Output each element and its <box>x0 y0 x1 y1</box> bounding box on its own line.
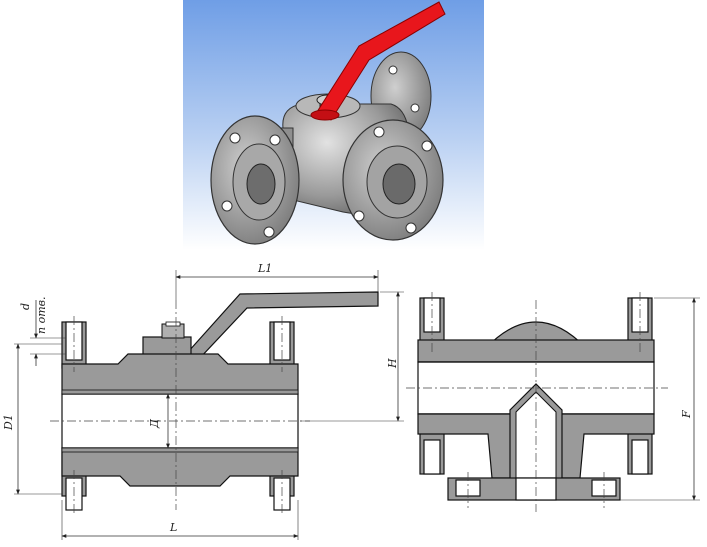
dim-label-D-inner: Д <box>148 418 161 429</box>
dim-label-F: F <box>680 410 693 419</box>
technical-drawing: L1 L D1 d n отв. Д H <box>2 262 700 540</box>
dim-label-L1: L1 <box>257 262 272 275</box>
dim-label-D1: D1 <box>2 414 15 431</box>
dim-label-L: L <box>169 521 177 534</box>
valve-3d-render <box>183 0 484 250</box>
front-view: L1 L D1 d n отв. Д H <box>2 262 404 540</box>
dim-label-H: H <box>386 358 399 369</box>
right-flange <box>342 119 444 241</box>
side-view: F <box>406 292 700 512</box>
red-handle <box>310 1 446 121</box>
dim-label-d: d <box>19 303 32 310</box>
dim-label-n-holes: n отв. <box>35 296 48 334</box>
body-section <box>61 353 299 395</box>
left-flange <box>210 115 300 245</box>
